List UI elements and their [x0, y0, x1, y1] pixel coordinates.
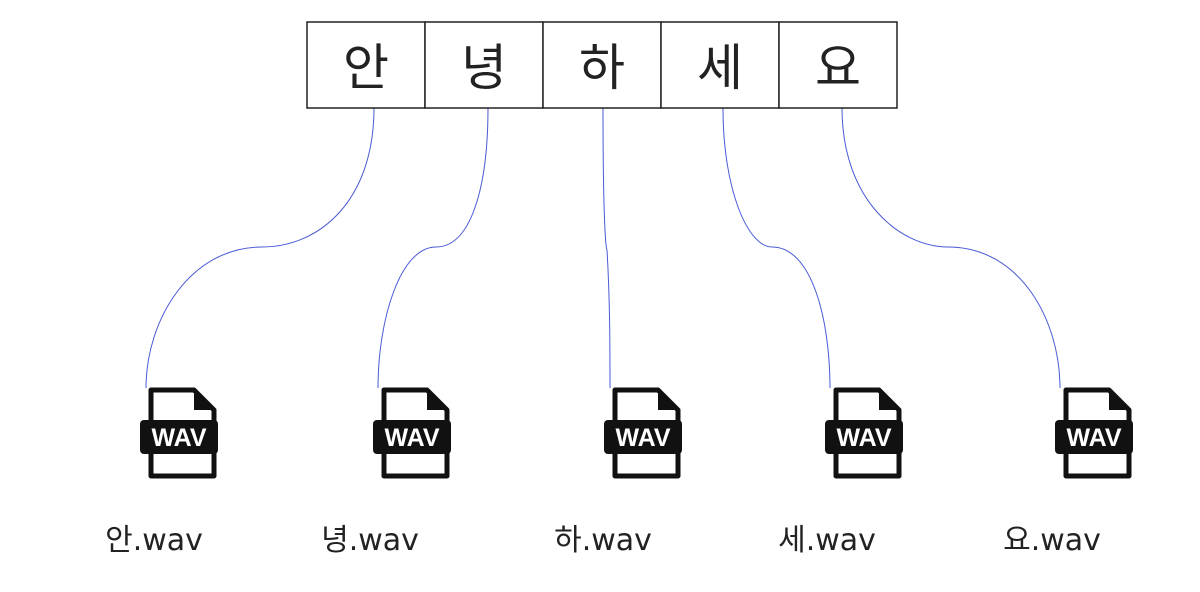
wav-badge-text: WAV: [151, 424, 206, 452]
syllable-row: 안 녕 하 세 요: [306, 21, 898, 109]
file-name-label: 녕.wav: [321, 523, 419, 558]
wav-file-icon[interactable]: WAV: [1055, 387, 1133, 479]
wav-file-icon[interactable]: WAV: [825, 387, 903, 479]
wav-files: WAV WAV WAV WAV WAV: [140, 387, 1133, 479]
syllable-cell: 안: [306, 21, 426, 109]
wav-badge-text: WAV: [836, 424, 891, 452]
wav-badge-text: WAV: [615, 424, 670, 452]
syllable-cell: 하: [542, 21, 662, 109]
wav-badge-text: WAV: [384, 424, 439, 452]
syllable-cell: 요: [778, 21, 898, 109]
connectors: [145, 107, 1061, 389]
connector-line: [722, 107, 831, 389]
connector-line: [602, 107, 611, 389]
file-labels: 안.wav 녕.wav 하.wav 세.wav 요.wav: [105, 523, 1101, 558]
file-name-label: 세.wav: [778, 523, 876, 558]
syllable-cell: 세: [660, 21, 780, 109]
wav-badge-text: WAV: [1066, 424, 1121, 452]
file-name-label: 하.wav: [554, 523, 652, 558]
syllable-text: 안: [343, 39, 389, 97]
connector-line: [841, 107, 1061, 389]
syllable-text: 요: [815, 39, 861, 97]
wav-file-icon[interactable]: WAV: [140, 387, 218, 479]
syllable-text: 세: [697, 39, 743, 97]
file-name-label: 안.wav: [105, 523, 203, 558]
connector-line: [145, 107, 375, 389]
syllable-text: 하: [579, 39, 625, 97]
syllable-text: 녕: [461, 39, 507, 97]
wav-file-icon[interactable]: WAV: [604, 387, 682, 479]
wav-file-icon[interactable]: WAV: [373, 387, 451, 479]
connector-line: [377, 107, 489, 389]
syllable-cell: 녕: [424, 21, 544, 109]
file-name-label: 요.wav: [1003, 523, 1101, 558]
